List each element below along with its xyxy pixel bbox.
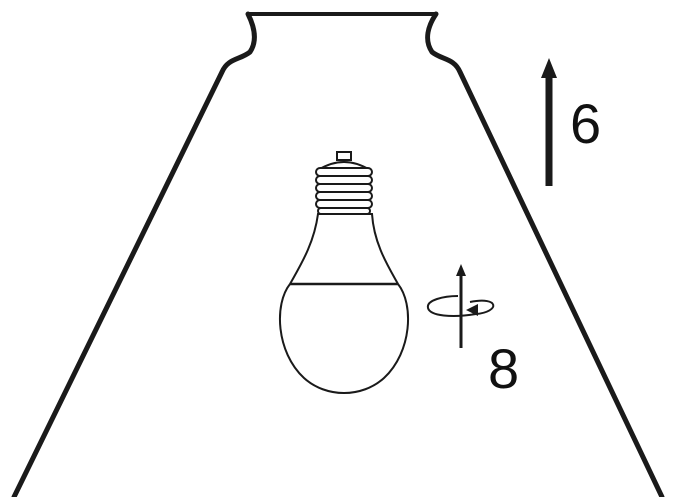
step-8-indicator: 8 [426, 264, 519, 400]
lamp-shade-right-outline [425, 11, 665, 497]
bulb-screw-threads [315, 167, 373, 215]
light-bulb-icon [279, 151, 409, 394]
rotation-ring [426, 295, 495, 317]
lamp-shade-left-outline [11, 11, 257, 497]
step-8-number: 8 [488, 337, 519, 400]
bulb-contact-tip [336, 151, 352, 161]
rotate-arrow-head [456, 264, 466, 276]
step-6-number: 6 [570, 92, 601, 155]
step-6-indicator: 6 [541, 58, 601, 186]
up-arrow-head [541, 58, 557, 78]
rotation-arrow-head [466, 304, 478, 316]
lamp-shade [11, 11, 665, 497]
bulb-glass [279, 213, 409, 394]
